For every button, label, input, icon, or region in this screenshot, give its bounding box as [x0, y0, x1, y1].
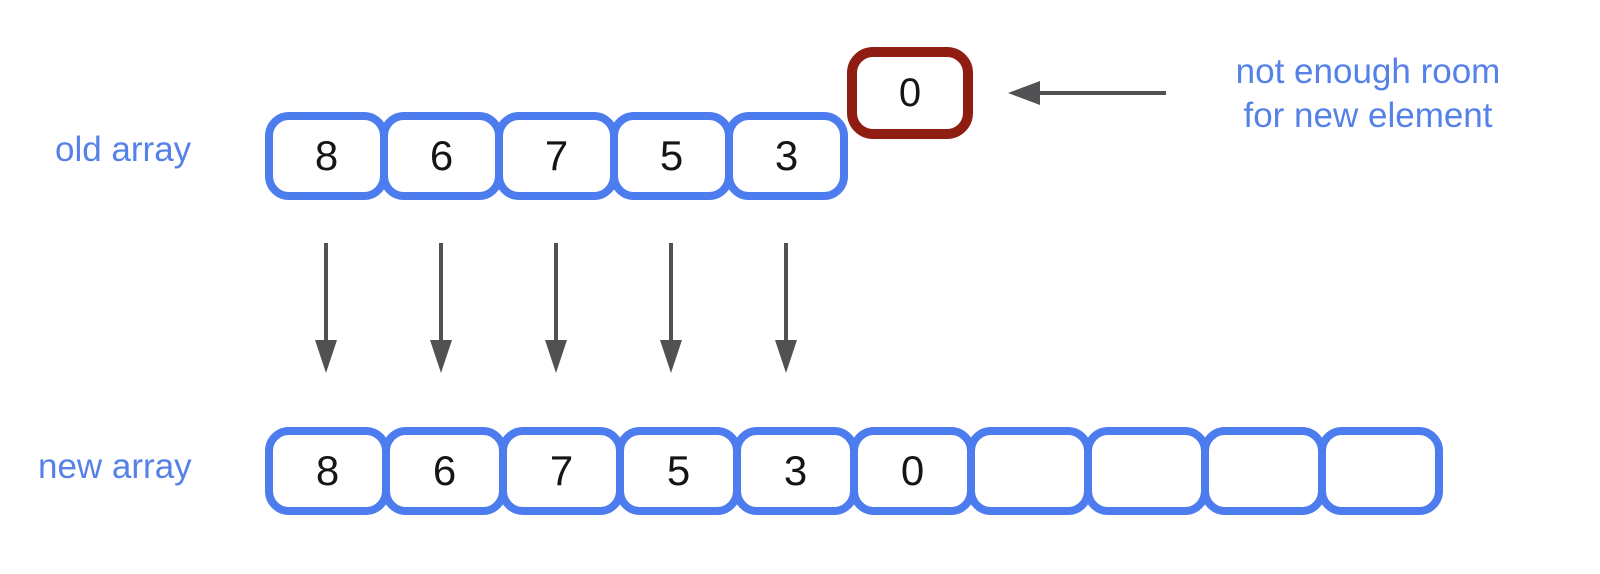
array-cell: 0 — [850, 427, 975, 515]
down-arrow-icon — [660, 243, 682, 373]
old-array-row: 8 6 7 5 3 — [265, 112, 848, 200]
annotation-text: not enough room for new element — [1200, 50, 1536, 138]
array-cell: 7 — [499, 427, 624, 515]
left-arrow-icon — [1008, 81, 1166, 105]
array-cell: 6 — [382, 427, 507, 515]
array-cell: 8 — [265, 112, 388, 200]
annotation-line2: for new element — [1243, 96, 1493, 135]
overflow-cell: 0 — [847, 47, 973, 139]
down-arrow-icon — [545, 243, 567, 373]
down-arrow-icon — [775, 243, 797, 373]
array-cell: 3 — [733, 427, 858, 515]
old-array-label: old array — [55, 130, 192, 169]
new-array-label: new array — [38, 447, 192, 486]
down-arrow-icon — [430, 243, 452, 373]
array-cell: 5 — [610, 112, 733, 200]
down-arrow-icon — [315, 243, 337, 373]
array-cell-empty — [1318, 427, 1443, 515]
array-cell: 6 — [380, 112, 503, 200]
annotation-line1: not enough room — [1235, 52, 1501, 91]
array-cell: 3 — [725, 112, 848, 200]
array-cell: 8 — [265, 427, 390, 515]
array-cell: 7 — [495, 112, 618, 200]
array-cell-empty — [967, 427, 1092, 515]
new-array-row: 8 6 7 5 3 0 — [265, 427, 1443, 515]
array-cell-empty — [1201, 427, 1326, 515]
array-cell: 5 — [616, 427, 741, 515]
array-cell-empty — [1084, 427, 1209, 515]
